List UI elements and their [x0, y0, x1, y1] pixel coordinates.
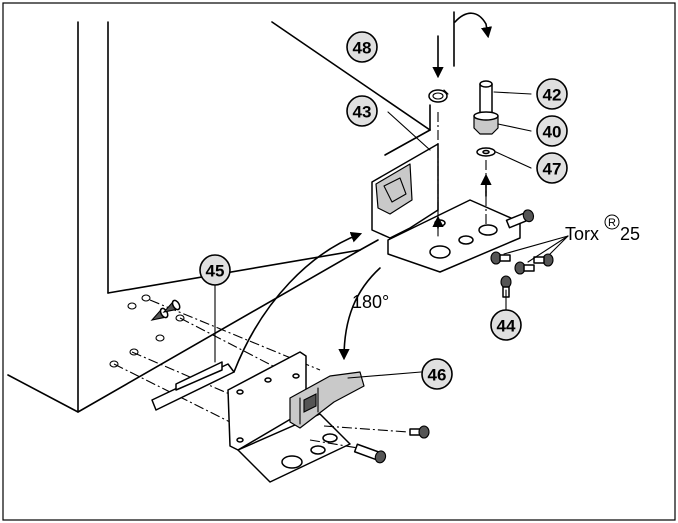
svg-text:42: 42	[543, 86, 562, 105]
callout-leaders	[214, 89, 532, 379]
svg-text:47: 47	[543, 160, 562, 179]
registered-mark: R	[604, 214, 620, 230]
callout-46: 46	[421, 358, 453, 390]
svg-text:48: 48	[353, 39, 372, 58]
top-assembly-axes	[432, 11, 493, 229]
svg-text:46: 46	[428, 366, 447, 385]
rotation-arrows	[233, 231, 381, 373]
callout-44: 44	[490, 309, 522, 341]
svg-text:45: 45	[206, 262, 225, 281]
torx-label: Torx	[565, 224, 599, 244]
svg-text:R: R	[608, 217, 616, 229]
svg-text:40: 40	[543, 123, 562, 142]
callout-42: 42	[536, 78, 568, 110]
rotation-angle-label: 180°	[352, 292, 389, 312]
callout-47: 47	[536, 152, 568, 184]
callout-43: 43	[346, 95, 378, 127]
callout-45: 45	[199, 254, 231, 286]
callout-48: 48	[346, 31, 378, 63]
svg-text:44: 44	[497, 317, 516, 336]
hinge-pin-parts	[428, 80, 499, 157]
cover-plates	[151, 361, 235, 411]
bottom-screws	[309, 425, 430, 464]
svg-text:43: 43	[353, 103, 372, 122]
torx-size-label: 25	[620, 224, 640, 244]
bottom-hinge-bracket	[227, 351, 365, 483]
callout-40: 40	[536, 115, 568, 147]
